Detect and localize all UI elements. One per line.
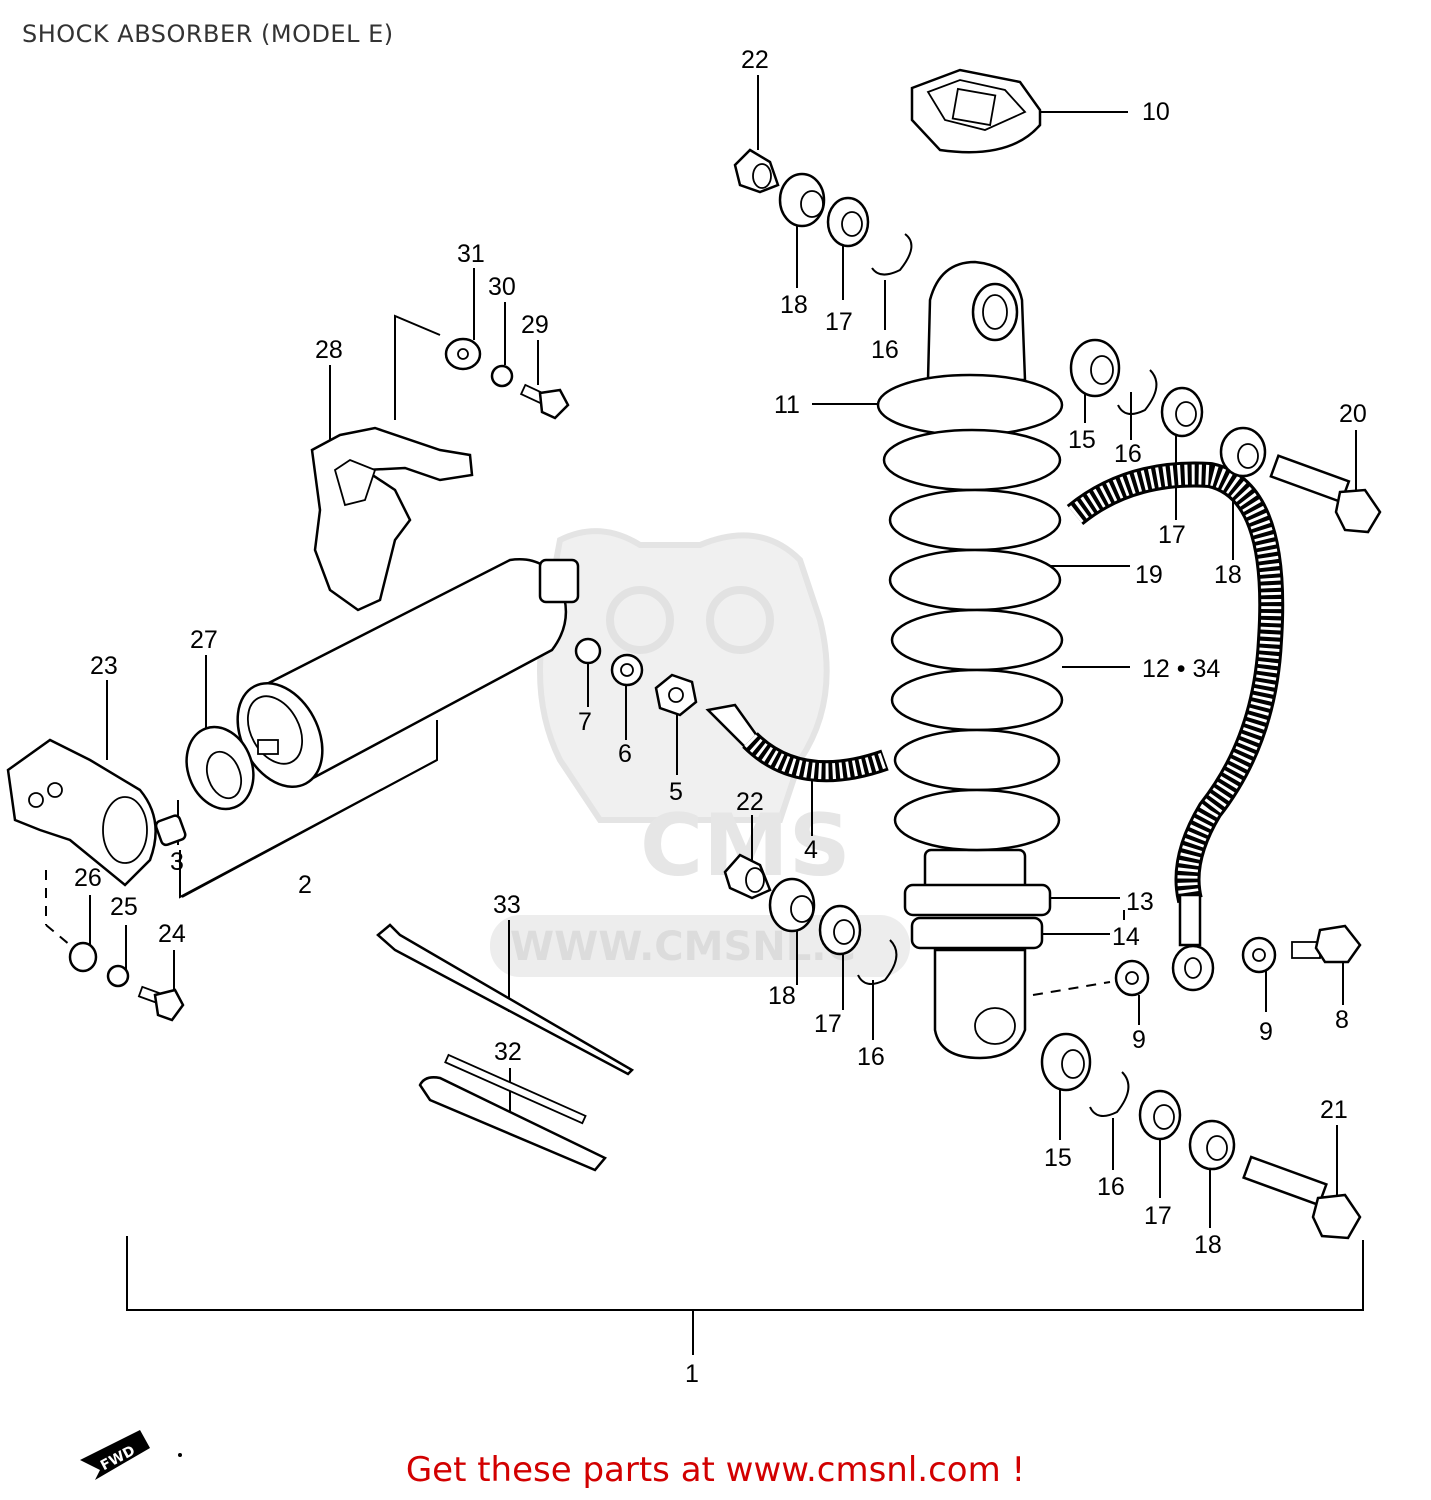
part-5-nut: [654, 673, 698, 717]
part-31-washer: [444, 337, 482, 371]
callout-13: 13: [1126, 888, 1154, 916]
part-16-circlip-mid: [1117, 369, 1158, 415]
callout-10: 10: [1142, 98, 1170, 126]
part-30-lockwasher: [490, 364, 514, 388]
callout-15-top: 15: [1068, 426, 1096, 454]
part-6-washer: [610, 653, 644, 687]
part-10-cap: [910, 68, 1042, 154]
part-15-bearing-mid: [1069, 338, 1121, 398]
callout-18-mid: 18: [1214, 561, 1242, 589]
callout-21: 21: [1320, 1096, 1348, 1124]
callout-31: 31: [457, 240, 485, 268]
callout-3: 3: [170, 848, 184, 876]
part-28-bracket: [310, 426, 474, 612]
callout-17-low: 17: [814, 1010, 842, 1038]
part-22-bushing-mid: [723, 853, 772, 900]
part-17-bearing-mid: [1160, 386, 1204, 438]
leader-lines: [45, 75, 1364, 1355]
part-2-reservoir: [236, 558, 580, 788]
part-15-bearing-low: [1040, 1032, 1092, 1092]
part-24-bolt: [137, 985, 185, 1022]
part-17-bearing-low: [818, 904, 862, 956]
part-25-lockwasher: [106, 964, 130, 988]
part-29-bolt: [519, 383, 570, 420]
part-17-bearing-top: [826, 196, 870, 248]
part-14-lock-ring: [910, 916, 1044, 950]
callout-11: 11: [774, 391, 800, 419]
callout-18-top: 18: [780, 291, 808, 319]
callout-24: 24: [158, 920, 186, 948]
callout-22-top: 22: [741, 46, 769, 74]
callout-5: 5: [669, 778, 683, 806]
callout-2: 2: [298, 871, 312, 899]
callout-15-low: 15: [1044, 1144, 1072, 1172]
callout-16-bot: 16: [1097, 1173, 1125, 1201]
callout-6: 6: [618, 740, 632, 768]
part-20-bolt: [1269, 454, 1382, 534]
callout-19: 19: [1135, 561, 1163, 589]
part-9-washer-b: [1241, 936, 1277, 974]
part-18-collar-bot: [1188, 1119, 1236, 1171]
callout-33: 33: [493, 891, 521, 919]
part-18-collar-mid: [1219, 426, 1267, 478]
callout-25: 25: [110, 893, 138, 921]
part-23-plate: [6, 738, 157, 887]
part-3-cap: [154, 814, 187, 847]
part-19-hose: [1066, 461, 1285, 992]
callout-1: 1: [685, 1360, 699, 1388]
callout-18-bot: 18: [1194, 1231, 1222, 1259]
part-21-bolt: [1242, 1155, 1362, 1240]
part-33-cable-tie: [376, 923, 635, 1076]
callout-12-34: 12 • 34: [1142, 655, 1220, 683]
page-title: SHOCK ABSORBER (MODEL E): [22, 20, 394, 48]
callout-14: 14: [1112, 923, 1140, 951]
part-16-circlip-top: [871, 233, 913, 276]
part-4-hose-fitting: [705, 703, 889, 783]
footer-link[interactable]: Get these parts at www.cmsnl.com !: [405, 1450, 1026, 1490]
part-9-washer-a: [1114, 959, 1150, 997]
part-18-collar-top: [778, 172, 826, 228]
part-32-clamp: [418, 1053, 607, 1172]
callout-17-mid: 17: [1158, 521, 1186, 549]
callout-26: 26: [74, 864, 102, 892]
callout-16-mid: 16: [1114, 440, 1142, 468]
part-8-banjo-bolt: [1291, 924, 1362, 964]
callout-28: 28: [315, 336, 343, 364]
callout-8: 8: [1335, 1006, 1349, 1034]
callout-18-low: 18: [768, 982, 796, 1010]
stray-dot: [178, 1453, 182, 1457]
callout-17-top: 17: [825, 308, 853, 336]
part-18-collar-low: [768, 877, 816, 933]
part-16-circlip-bot: [1089, 1071, 1130, 1117]
part-26-washer: [68, 941, 98, 973]
part-7-oring: [574, 637, 602, 665]
part-12-spring: [876, 373, 1064, 852]
callout-16-top: 16: [871, 336, 899, 364]
callout-32: 32: [494, 1038, 522, 1066]
part-17-bearing-bot: [1138, 1089, 1182, 1141]
callout-9-b: 9: [1259, 1018, 1273, 1046]
callout-9-a: 9: [1132, 1026, 1146, 1054]
callout-4: 4: [804, 836, 818, 864]
part-27-seal: [185, 725, 255, 811]
callout-30: 30: [488, 273, 516, 301]
callout-17-bot: 17: [1144, 1202, 1172, 1230]
callout-20: 20: [1339, 400, 1367, 428]
callout-29: 29: [521, 311, 549, 339]
watermark-url-text: WWW.CMSNL.C: [510, 924, 856, 970]
callout-7: 7: [578, 708, 592, 736]
callout-22-mid: 22: [736, 788, 764, 816]
callout-labels: 22 10 18 17 16 31 30 29 28 11 15 16 17 2…: [74, 46, 1367, 1388]
part-13-adjuster-ring: [903, 883, 1052, 917]
callout-16-low: 16: [857, 1043, 885, 1071]
callout-27: 27: [190, 626, 218, 654]
part-16-circlip-low: [857, 939, 898, 985]
callout-23: 23: [90, 652, 118, 680]
part-22-bushing-top: [733, 148, 780, 194]
